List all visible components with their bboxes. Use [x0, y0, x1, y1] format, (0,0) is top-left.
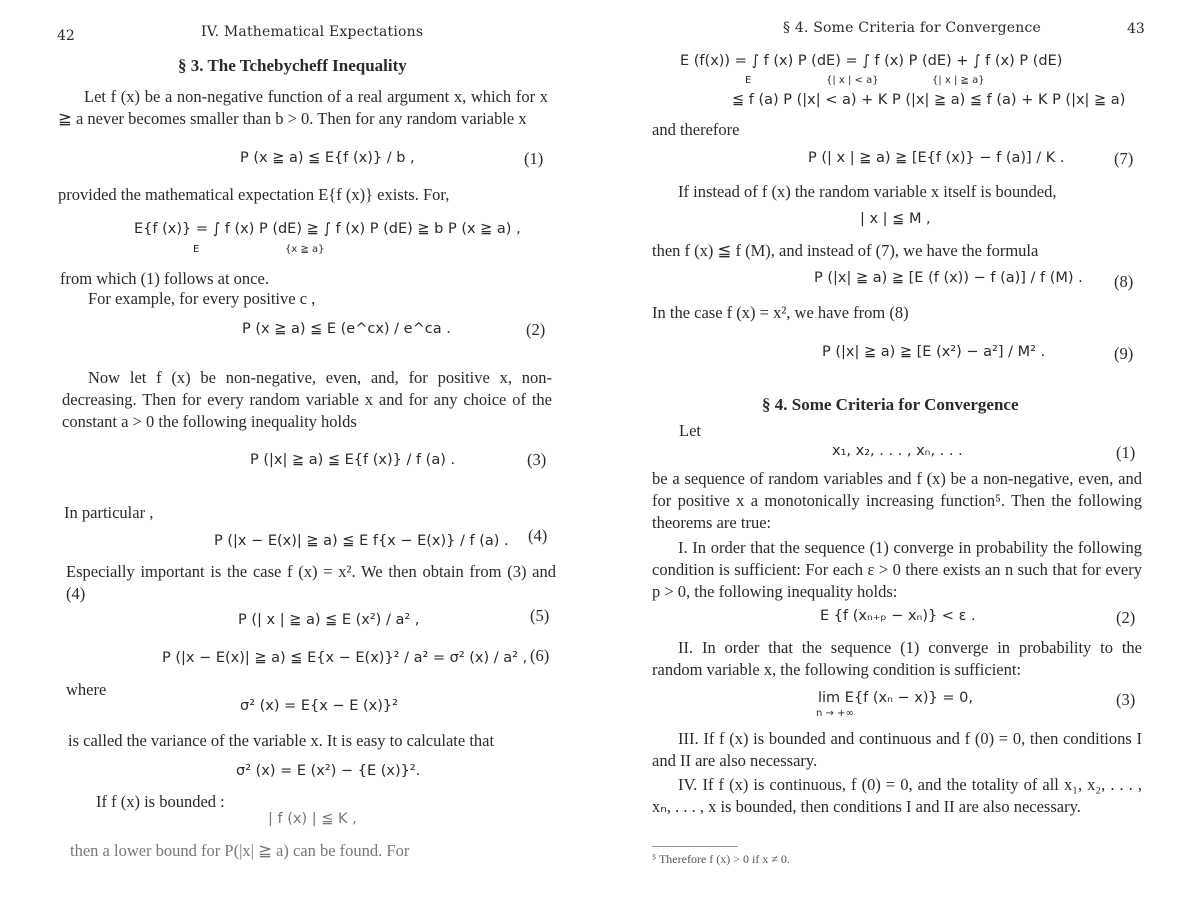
equation-9: P (|x| ≧ a) ≧ [E (x²) − a²] / M² . [822, 344, 1046, 360]
equation-top-2: ≦ f (a) P (|x| < a) + K P (|x| ≧ a) ≦ f … [732, 92, 1126, 108]
equation-number: (3) [1116, 690, 1136, 709]
equation-6: P (|x − E(x)| ≧ a) ≦ E{x − E(x)}² / a² =… [162, 650, 528, 666]
section-title: § 4. Some Criteria for Convergence [762, 395, 1019, 414]
equation-7: P (| x | ≧ a) ≧ [E{f (x)} − f (a)] / K . [808, 150, 1065, 166]
equation-number: (5) [530, 606, 550, 625]
integral-subscript: {x ≧ a} [285, 244, 325, 255]
equation-4: P (|x − E(x)| ≧ a) ≦ E f{x − E(x)} / f (… [214, 533, 509, 549]
equation-3: P (|x| ≧ a) ≦ E{f (x)} / f (a) . [250, 452, 456, 468]
paragraph: III. If f (x) is bounded and continuous … [652, 729, 1142, 770]
equation-number: (3) [527, 450, 547, 469]
equation-limit: lim E{f (xₙ − x)} = 0, [818, 690, 973, 706]
equation-number: (2) [1116, 608, 1136, 627]
paragraph: Now let f (x) be non-negative, even, and… [62, 368, 552, 431]
text-line: then a lower bound for P(|x| ≧ a) can be… [70, 841, 410, 860]
footnote-rule [652, 846, 738, 847]
page-number: 42 [57, 28, 75, 44]
text-line: provided the mathematical expectation E{… [58, 185, 450, 204]
equation-number: (1) [1116, 443, 1136, 462]
text-line: and therefore [652, 120, 740, 139]
equation-top-1: E (f(x)) = ∫ f (x) P (dE) = ∫ f (x) P (d… [680, 53, 1063, 69]
integral-subscript: E [193, 244, 200, 255]
equation-number: (6) [530, 646, 550, 665]
equation-E: E {f (xₙ₊ₚ − xₙ)} < ε . [820, 608, 976, 624]
running-head: IV. Mathematical Expectations [201, 24, 424, 40]
equation-1: P (x ≧ a) ≦ E{f (x)} / b , [240, 150, 415, 166]
equation-2: P (x ≧ a) ≦ E (e^cx) / e^ca . [242, 321, 451, 337]
left-page: 42 IV. Mathematical Expectations § 3. Th… [57, 24, 556, 860]
text-line: then f (x) ≦ f (M), and instead of (7), … [652, 241, 1039, 260]
section-title: § 3. The Tchebycheff Inequality [178, 56, 407, 75]
equation-8: P (|x| ≧ a) ≧ [E (f (x)) − f (a)] / f (M… [814, 270, 1083, 286]
text-line: If instead of f (x) the random variable … [678, 182, 1057, 201]
equation-number: (2) [526, 320, 546, 339]
text-line: where [66, 680, 107, 699]
text-line: If f (x) is bounded : [96, 792, 225, 811]
equation-number: (4) [528, 526, 548, 545]
equation-number: (1) [524, 149, 544, 168]
paragraph: IV. If f (x) is continuous, f (0) = 0, a… [652, 775, 1142, 816]
equation-sigma: σ² (x) = E{x − E (x)}² [240, 698, 398, 714]
text-line: In the case f (x) = x², we have from (8) [652, 303, 909, 322]
limit-subscript: n → +∞ [816, 708, 854, 719]
paragraph: II. In order that the sequence (1) conve… [652, 638, 1142, 679]
text-line: from which (1) follows at once. [60, 269, 269, 288]
equation-number: (8) [1114, 272, 1134, 291]
paragraph: Especially important is the case f (x) =… [66, 562, 556, 603]
paragraph: I. In order that the sequence (1) conver… [652, 538, 1142, 601]
equation-M: | x | ≦ M , [860, 211, 931, 227]
equation-integral: E{f (x)} = ∫ f (x) P (dE) ≧ ∫ f (x) P (d… [134, 221, 521, 237]
integral-subscript: {| x | < a} [826, 75, 879, 86]
text-line: is called the variance of the variable x… [68, 731, 495, 750]
equation-sigma-2: σ² (x) = E (x²) − {E (x)}². [236, 763, 421, 779]
equation-number: (7) [1114, 149, 1134, 168]
equation-sequence: x₁, x₂, . . . , xₙ, . . . [832, 443, 963, 459]
integral-subscript: E [745, 75, 752, 86]
page-number: 43 [1127, 21, 1145, 37]
paragraph: be a sequence of random variables and f … [652, 469, 1142, 532]
equation-bound: | f (x) | ≦ K , [268, 811, 357, 827]
paragraph: Let f (x) be a non-negative function of … [58, 87, 548, 128]
text-line: In particular , [64, 503, 154, 522]
integral-subscript: {| x | ≧ a} [932, 75, 985, 86]
equation-number: (9) [1114, 344, 1134, 363]
footnote: ⁵ Therefore f (x) > 0 if x ≠ 0. [652, 852, 790, 866]
right-page: § 4. Some Criteria for Convergence 43 E … [600, 0, 1200, 900]
equation-5: P (| x | ≧ a) ≦ E (x²) / a² , [238, 612, 420, 628]
text-line: Let [679, 421, 701, 440]
running-head: § 4. Some Criteria for Convergence [783, 20, 1042, 36]
text-line: For example, for every positive c , [88, 289, 316, 308]
